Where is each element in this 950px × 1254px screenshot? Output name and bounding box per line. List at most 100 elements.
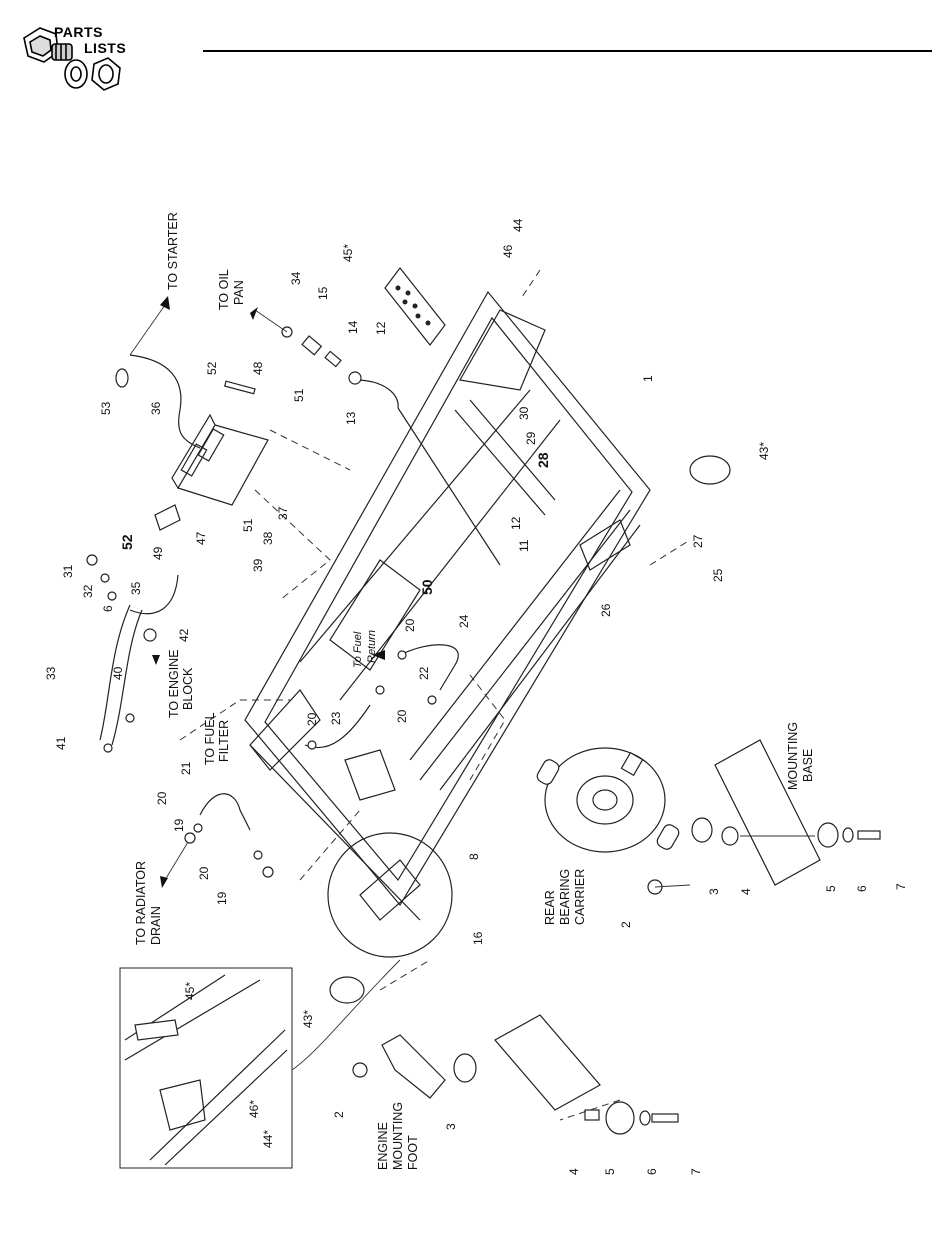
callout-46s: 46* bbox=[247, 1100, 261, 1118]
battery-hold-down-49 bbox=[154, 504, 181, 531]
callout-48: 48 bbox=[251, 361, 265, 375]
hose-21 bbox=[199, 793, 251, 831]
callouts: 1 2 2 3 3 4 4 5 5 6 6 6 7 7 8 11 12 12 1… bbox=[44, 218, 908, 1175]
callout-3: 3 bbox=[444, 1123, 458, 1130]
callout-16: 16 bbox=[471, 931, 485, 945]
callout-6: 6 bbox=[101, 605, 115, 612]
header-rule bbox=[203, 50, 932, 52]
rear-bearing-carrier bbox=[536, 747, 680, 853]
label-to-radiator: TO RADIATOR bbox=[134, 861, 148, 945]
label-to-fuel-return-2: Return bbox=[366, 630, 378, 663]
cable-35 bbox=[129, 574, 179, 615]
callout-11: 11 bbox=[517, 539, 531, 552]
callout-32: 32 bbox=[81, 584, 95, 598]
arrow-to-radiator-drain-icon bbox=[160, 876, 168, 888]
callout-43: 43* bbox=[757, 442, 771, 460]
nut-31 bbox=[86, 554, 98, 566]
label-to-fuel: TO FUEL bbox=[203, 712, 217, 765]
callout-14: 14 bbox=[346, 320, 360, 334]
callout-36: 36 bbox=[149, 401, 163, 415]
callout-37: 37 bbox=[276, 506, 290, 520]
callout-39: 39 bbox=[251, 558, 265, 572]
callout-47: 47 bbox=[194, 531, 208, 545]
callout-52: 52 bbox=[119, 534, 135, 550]
callout-52: 52 bbox=[205, 361, 219, 375]
cap-43-right bbox=[689, 455, 731, 485]
label-drain: DRAIN bbox=[149, 906, 163, 945]
callout-45s: 45* bbox=[183, 982, 197, 1000]
callout-46: 46 bbox=[501, 244, 515, 258]
label-engine-foot-1: ENGINE bbox=[376, 1122, 390, 1170]
callout-31: 31 bbox=[61, 564, 75, 578]
callout-2: 2 bbox=[332, 1111, 346, 1118]
callout-7: 7 bbox=[894, 883, 908, 890]
washer-6-rear bbox=[842, 827, 854, 843]
callout-20: 20 bbox=[403, 618, 417, 632]
connector-42 bbox=[143, 628, 157, 642]
mounting-base bbox=[714, 739, 821, 886]
oil-drain-hose-13 bbox=[354, 379, 399, 409]
callout-41: 41 bbox=[54, 736, 68, 750]
nut-2-front bbox=[352, 1062, 368, 1078]
callout-44s: 44* bbox=[261, 1130, 275, 1148]
callout-7: 7 bbox=[689, 1168, 703, 1175]
spacer-4-front bbox=[584, 1109, 600, 1121]
callout-4: 4 bbox=[739, 888, 753, 895]
arrow-to-fuel-return-icon bbox=[372, 650, 385, 660]
label-to-oil: TO OIL bbox=[217, 269, 231, 310]
callout-45: 45* bbox=[341, 244, 355, 262]
callout-50: 50 bbox=[419, 579, 435, 595]
callout-15: 15 bbox=[316, 286, 330, 300]
mount-3-rear bbox=[691, 817, 713, 843]
logo-text-parts: PARTS bbox=[54, 24, 103, 40]
callout-34: 34 bbox=[289, 271, 303, 285]
label-mounting-base-2: BASE bbox=[801, 749, 815, 782]
callout-21: 21 bbox=[179, 761, 193, 775]
frame-assembly bbox=[244, 290, 651, 958]
callout-4: 4 bbox=[567, 1168, 581, 1175]
callout-43: 43* bbox=[301, 1010, 315, 1028]
cap-43-left bbox=[329, 976, 365, 1004]
battery-cable-36 bbox=[129, 354, 201, 449]
cable-33 bbox=[99, 604, 131, 741]
label-to-starter: TO STARTER bbox=[166, 212, 180, 290]
mount-5-front bbox=[605, 1101, 635, 1135]
washer-6-front bbox=[639, 1110, 651, 1126]
label-engine-foot-2: MOUNTING bbox=[391, 1102, 405, 1170]
callout-23: 23 bbox=[329, 711, 343, 725]
callout-20: 20 bbox=[197, 866, 211, 880]
callout-8: 8 bbox=[467, 853, 481, 860]
callout-53: 53 bbox=[99, 401, 113, 415]
label-pan: PAN bbox=[232, 280, 246, 305]
callout-49: 49 bbox=[151, 546, 165, 560]
clamp-12 bbox=[348, 371, 362, 385]
cable-boot-53 bbox=[115, 368, 129, 388]
battery bbox=[171, 413, 269, 506]
callout-20: 20 bbox=[305, 712, 319, 726]
callout-24: 24 bbox=[457, 614, 471, 628]
label-to-engine: TO ENGINE bbox=[167, 649, 181, 718]
callout-38: 38 bbox=[261, 531, 275, 545]
callout-35: 35 bbox=[129, 581, 143, 595]
label-rear-bearing-2: BEARING bbox=[558, 869, 572, 925]
logo-text-lists: LISTS bbox=[84, 40, 127, 56]
label-filter: FILTER bbox=[217, 720, 231, 762]
callout-40: 40 bbox=[111, 666, 125, 680]
rod-48 bbox=[223, 380, 256, 395]
callout-33: 33 bbox=[44, 666, 58, 680]
callout-12: 12 bbox=[509, 516, 523, 530]
label-rear-bearing-1: REAR bbox=[543, 890, 557, 925]
engine-mounting-foot bbox=[381, 1034, 446, 1099]
callout-6: 6 bbox=[855, 885, 869, 892]
callout-51: 51 bbox=[292, 388, 306, 402]
callout-3: 3 bbox=[707, 888, 721, 895]
callout-19: 19 bbox=[215, 891, 229, 905]
callout-6: 6 bbox=[645, 1168, 659, 1175]
annotation-labels: TO STARTER TO OIL PAN TO ENGINE BLOCK TO… bbox=[134, 212, 815, 1170]
callout-20: 20 bbox=[395, 709, 409, 723]
callout-12: 12 bbox=[374, 321, 388, 335]
callout-20: 20 bbox=[155, 791, 169, 805]
callout-26: 26 bbox=[599, 603, 613, 617]
plate-holes bbox=[395, 285, 431, 326]
